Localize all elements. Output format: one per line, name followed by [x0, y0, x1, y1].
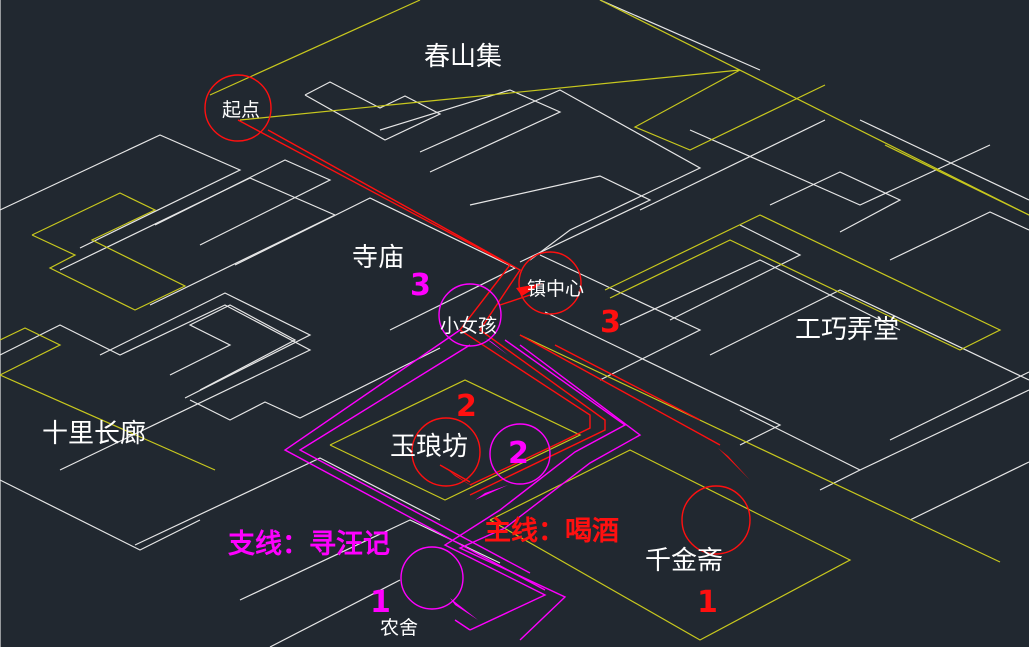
main-arrow-qianjin: [718, 448, 750, 480]
region-chunshan: 春山集: [424, 42, 502, 72]
branch-step-1: 1: [370, 585, 391, 620]
main-route: [237, 119, 721, 496]
start-circle: [204, 74, 272, 142]
region-shili: 十里长廊: [42, 419, 146, 449]
branch-route: [283, 329, 642, 641]
label-town-center: 镇中心: [527, 278, 584, 300]
branch-route-stops: [400, 283, 551, 610]
branch-arrow-yulang: [475, 485, 508, 500]
main-step-2: 2: [456, 389, 477, 424]
yulang-circle: [411, 417, 481, 487]
branch-route-label: 支线：寻汪记: [228, 529, 390, 560]
main-arrow-center: [516, 283, 543, 296]
main-step-1: 1: [697, 585, 718, 620]
region-qianjin: 千金斋: [645, 546, 723, 576]
branch-step-3: 3: [410, 268, 431, 303]
region-yulang: 玉琅坊: [390, 432, 468, 462]
town-center-circle: [518, 251, 582, 315]
farmhouse-circle: [400, 546, 464, 610]
main-route-stops: [204, 74, 751, 555]
label-start: 起点: [222, 99, 260, 121]
branch-arrow-farm: [450, 598, 478, 620]
label-farmhouse: 农舍: [380, 617, 418, 639]
main-arrow-yulang: [448, 470, 475, 488]
main-route-arrows: [448, 283, 750, 488]
region-temple: 寺庙: [352, 243, 404, 273]
qianjin-circle: [681, 485, 751, 555]
branch-route-arrows: [450, 338, 508, 620]
label-little-girl: 小女孩: [440, 315, 497, 337]
main-step-3: 3: [600, 305, 621, 340]
region-gongqiao: 工巧弄堂: [795, 315, 899, 345]
little-girl-circle: [438, 283, 502, 347]
branch-yulang-circle: [489, 423, 551, 485]
main-route-label: 主线：喝酒: [484, 516, 619, 547]
branch-step-2: 2: [508, 436, 529, 471]
branch-arrow-girl: [485, 338, 508, 355]
